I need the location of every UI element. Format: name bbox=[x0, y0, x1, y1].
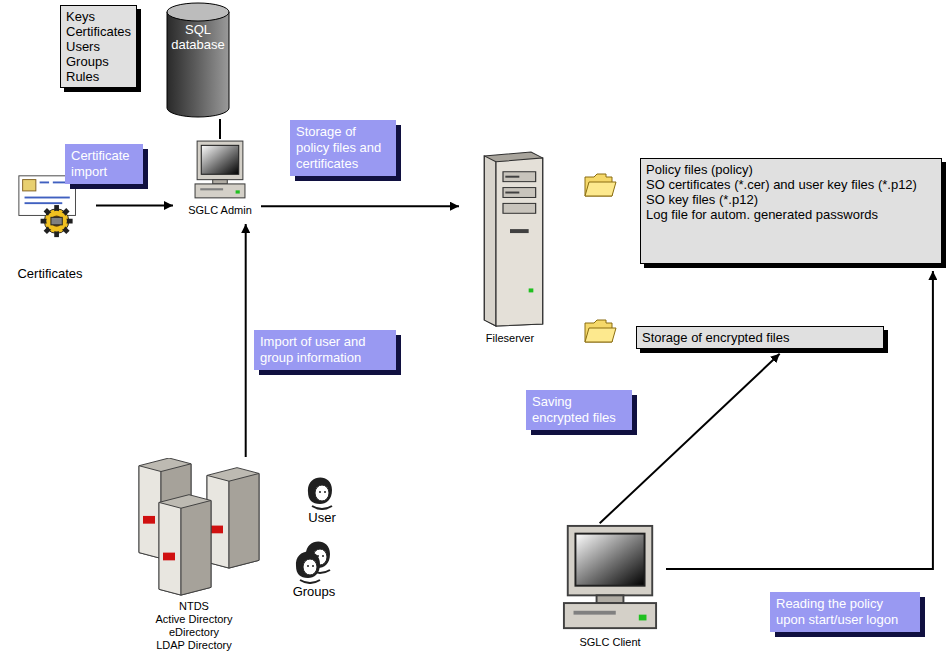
database-cylinder bbox=[166, 2, 230, 118]
edge-label: Storage of policy files and certificates bbox=[290, 120, 396, 176]
fileserver-node: Fileserver bbox=[466, 150, 554, 345]
user-icon bbox=[302, 476, 342, 510]
connector-arrow bbox=[96, 205, 173, 207]
group-icon bbox=[292, 540, 336, 584]
edge-label: Certificate import bbox=[65, 144, 143, 184]
admin-computer: SGLC Admin bbox=[180, 140, 260, 217]
icon-holder bbox=[292, 476, 352, 510]
node-text: Keys bbox=[66, 9, 131, 24]
directory-servers: NTDSActive DirectoryeDirectoryLDAP Direc… bbox=[118, 458, 270, 652]
edge-label: Saving encrypted files bbox=[526, 390, 632, 430]
node-text: Users bbox=[66, 39, 131, 54]
node-text: Certificates bbox=[5, 266, 95, 281]
connector-arrow bbox=[666, 271, 933, 569]
node-text: Active Directory bbox=[118, 613, 270, 626]
node-text: Policy files (policy) bbox=[646, 162, 936, 177]
node-text: Log file for autom. generated passwords bbox=[646, 207, 936, 222]
node-text: SO certificates (*.cer) and user key fil… bbox=[646, 177, 936, 192]
group-node: Groups bbox=[282, 540, 346, 599]
icon-holder bbox=[282, 540, 346, 584]
edge-label: Import of user and group information bbox=[254, 330, 396, 370]
certificate-source: Certificates bbox=[5, 170, 95, 281]
connector-line bbox=[219, 119, 221, 139]
folder-icon bbox=[585, 320, 616, 342]
computer-icon bbox=[194, 140, 246, 200]
icon-holder bbox=[466, 150, 554, 328]
icon-holder bbox=[180, 140, 260, 200]
connector-arrow bbox=[261, 205, 459, 207]
connector-arrow bbox=[245, 224, 247, 457]
connector-arrow bbox=[600, 354, 780, 524]
content-list-box: KeysCertificatesUsersGroupsRules bbox=[60, 5, 137, 88]
client-computer: SGLC Client bbox=[555, 524, 665, 649]
computer-icon bbox=[562, 524, 658, 632]
node-text: SO key files (*.p12) bbox=[646, 192, 936, 207]
node-text: Storage of encrypted files bbox=[642, 330, 878, 345]
policy-storage-box: Policy files (policy)SO certificates (*.… bbox=[640, 158, 942, 264]
icon-holder bbox=[118, 458, 270, 598]
node-text: SQL database bbox=[166, 2, 230, 52]
icon-holder bbox=[555, 524, 665, 632]
encrypted-storage-box: Storage of encrypted files bbox=[636, 326, 884, 349]
node-text: Rules bbox=[66, 69, 131, 84]
directory-servers-icon bbox=[119, 458, 269, 598]
node-text: NTDS bbox=[118, 600, 270, 613]
node-text: SGLC Admin bbox=[180, 204, 260, 217]
node-text: Groups bbox=[66, 54, 131, 69]
node-text: User bbox=[292, 510, 352, 525]
node-text: Groups bbox=[282, 584, 346, 599]
node-text: Fileserver bbox=[466, 332, 554, 345]
node-text: LDAP Directory bbox=[118, 639, 270, 652]
fileserver-icon bbox=[475, 150, 545, 328]
folder-icon bbox=[585, 174, 616, 196]
user-node: User bbox=[292, 476, 352, 525]
node-text: eDirectory bbox=[118, 626, 270, 639]
edge-label: Reading the policy upon start/user logon bbox=[770, 592, 920, 632]
node-text: Certificates bbox=[66, 24, 131, 39]
database-node: SQL database bbox=[166, 2, 230, 118]
node-text: SGLC Client bbox=[555, 636, 665, 649]
